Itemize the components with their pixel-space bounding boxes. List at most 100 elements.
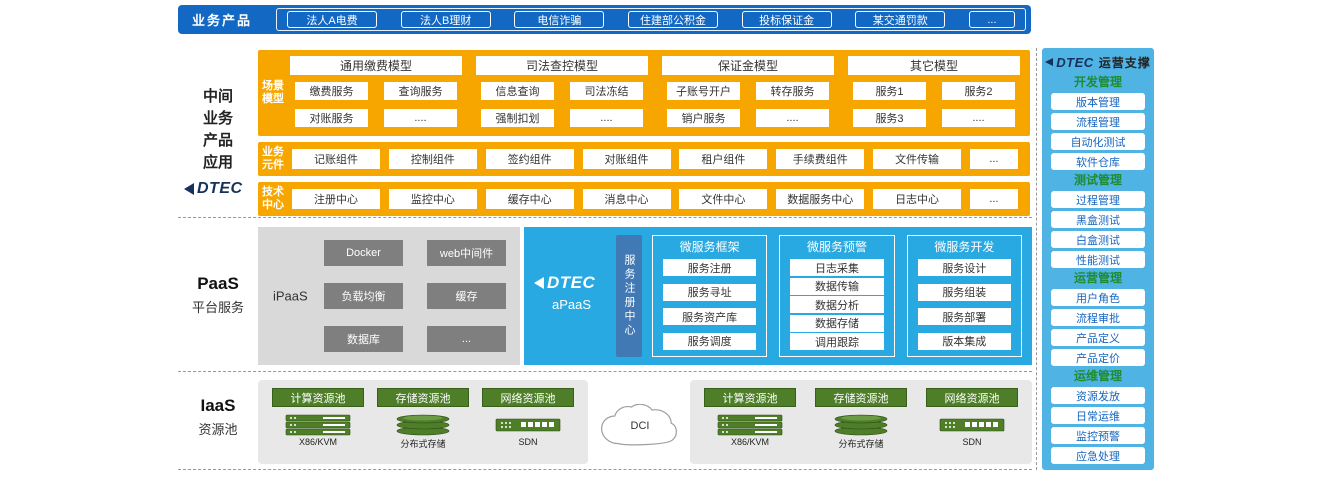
microservice-item: 版本集成 — [917, 332, 1011, 350]
scene-model-title: 保证金模型 — [662, 56, 834, 75]
microservice-items: 服务设计 服务组装 服务部署 版本集成 — [917, 259, 1011, 350]
microservice-item: 调用跟踪 — [790, 333, 884, 350]
tech-center-label: 技术中心 — [262, 186, 284, 211]
iaas-title: IaaS — [200, 396, 236, 415]
scene-service-item: 强制扣划 — [481, 109, 554, 127]
scene-model-group: 司法查控模型 信息查询 司法冻结 强制扣划 .... — [476, 56, 648, 129]
resource-pool-network: 网络资源池 — [926, 388, 1018, 407]
business-components-row: 业务元件 记账组件 控制组件 签约组件 对账组件 租户组件 手续费组件 文件传输… — [258, 142, 1030, 176]
ipaas-service-item: 负载均衡 — [324, 283, 403, 309]
network-hardware: SDN — [482, 414, 574, 450]
business-components-list: 记账组件 控制组件 签约组件 对账组件 租户组件 手续费组件 文件传输 ... — [288, 142, 1030, 176]
product-item: 某交通罚款 — [855, 11, 946, 28]
hardware-row: X86/KVM 分布式存储 — [690, 407, 1032, 450]
microservice-groups: 微服务框架 服务注册 服务寻址 服务资产库 服务调度 微服务预警 日志采集 数据… — [652, 235, 1022, 357]
dtec-logo: DTEC — [1045, 55, 1093, 70]
microservice-group: 微服务开发 服务设计 服务组装 服务部署 版本集成 — [906, 235, 1022, 357]
hardware-row: X86/KVM 分布式存储 — [258, 407, 588, 450]
server-rack-icon — [717, 414, 783, 436]
scene-model-group: 保证金模型 子账号开户 转存服务 销户服务 .... — [662, 56, 834, 129]
product-item-more: ... — [968, 11, 1015, 28]
business-products-bar: 业务产品 法人A电费 法人B理财 电信诈骗 住建部公积金 投标保证金 某交通罚款… — [178, 5, 1031, 34]
product-item: 法人B理财 — [400, 11, 491, 28]
sidebar-item: 流程管理 — [1051, 113, 1145, 130]
dtec-triangle-icon — [1045, 58, 1054, 66]
tech-center-item: 文件中心 — [679, 189, 768, 209]
scene-service-item: 缴费服务 — [295, 82, 368, 100]
business-component-item-more: ... — [969, 149, 1018, 169]
microservice-group: 微服务框架 服务注册 服务寻址 服务资产库 服务调度 — [652, 235, 768, 357]
scene-service-item: 转存服务 — [756, 82, 829, 100]
scene-service-item: 查询服务 — [384, 82, 457, 100]
dtec-triangle-icon — [534, 277, 544, 289]
ipaas-service-item: 数据库 — [324, 326, 403, 352]
microservice-item: 数据传输 — [790, 277, 884, 295]
ipaas-service-item: web中间件 — [427, 240, 506, 266]
ipaas-service-item: 缓存 — [427, 283, 506, 309]
dtec-triangle-icon — [184, 183, 194, 195]
distributed-storage-icon — [834, 414, 888, 436]
microservice-item: 服务设计 — [917, 259, 1011, 276]
hardware-label: 分布式存储 — [400, 439, 446, 449]
microservice-item: 服务寻址 — [663, 283, 757, 301]
dtec-logo-text: DTEC — [547, 273, 596, 292]
microservice-item: 服务注册 — [663, 259, 757, 276]
sidebar-group-maintenance: 运维管理 资源发放 日常运维 监控预警 应急处理 — [1042, 369, 1154, 464]
scene-service-item: 销户服务 — [667, 109, 740, 127]
microservice-item: 日志采集 — [790, 259, 884, 276]
scene-model-group: 其它模型 服务1 服务2 服务3 .... — [848, 56, 1020, 129]
sidebar-group-test: 测试管理 过程管理 黑盒测试 白盒测试 性能测试 — [1042, 173, 1154, 268]
sidebar-item: 自动化测试 — [1051, 133, 1145, 150]
dtec-logo-text: DTEC — [1056, 54, 1094, 70]
sidebar-item: 产品定义 — [1051, 329, 1145, 346]
distributed-storage-icon — [396, 414, 450, 436]
microservice-items: 日志采集 数据传输 数据分析 数据存储 调用跟踪 — [790, 259, 884, 350]
storage-hardware: 分布式存储 — [815, 414, 907, 450]
scene-model-items: 信息查询 司法冻结 强制扣划 .... — [476, 82, 648, 129]
hardware-label: X86/KVM — [298, 437, 338, 447]
product-item: 电信诈骗 — [514, 11, 605, 28]
scene-service-item: 服务2 — [942, 82, 1015, 100]
resource-cluster: 计算资源池 存储资源池 网络资源池 — [690, 380, 1032, 464]
scene-service-item: 子账号开户 — [667, 82, 740, 100]
scene-model-title: 通用缴费模型 — [290, 56, 462, 75]
sidebar-group-title: 运营管理 — [1073, 271, 1122, 285]
dci-label: DCI — [630, 420, 650, 432]
ipaas-label: iPaaS — [273, 288, 308, 304]
product-item: 法人A电费 — [287, 11, 378, 28]
dci-cloud-icon — [600, 404, 677, 446]
scene-service-item: 司法冻结 — [570, 82, 643, 100]
middle-business-section: 中间业务产品应用 DTEC 场景模型 通用缴费模型 缴费服务 查询服务 对账服务 — [178, 48, 1032, 218]
hardware-label: SDN — [962, 437, 982, 447]
product-item: 投标保证金 — [741, 11, 832, 28]
dtec-logo: DTEC — [534, 273, 595, 293]
microservice-item: 服务部署 — [917, 308, 1011, 326]
microservice-group-title: 微服务框架 — [679, 240, 740, 254]
iaas-section-label: IaaS 资源池 — [178, 396, 258, 438]
resource-pool-compute: 计算资源池 — [704, 388, 796, 407]
operations-support-header: DTEC 运营支撑 — [1042, 52, 1154, 72]
ipaas-service-item: Docker — [324, 240, 403, 266]
paas-section: PaaS 平台服务 iPaaS Docker web中间件 负载均衡 缓存 数据… — [178, 218, 1032, 372]
scene-service-item: 信息查询 — [481, 82, 554, 100]
scene-models-row: 场景模型 通用缴费模型 缴费服务 查询服务 对账服务 .... 司法查控模型 信… — [258, 50, 1030, 136]
business-component-item: 手续费组件 — [776, 149, 865, 169]
scene-model-items: 子账号开户 转存服务 销户服务 .... — [662, 82, 834, 129]
resource-pools: 计算资源池 存储资源池 网络资源池 — [690, 380, 1032, 407]
network-hardware: SDN — [926, 414, 1018, 450]
sidebar-group-title: 开发管理 — [1073, 75, 1122, 89]
scene-model-group: 通用缴费模型 缴费服务 查询服务 对账服务 .... — [290, 56, 462, 129]
business-products-label: 业务产品 — [192, 13, 253, 28]
ipaas-box: iPaaS Docker web中间件 负载均衡 缓存 数据库 ... — [258, 227, 520, 365]
sidebar-item: 监控预警 — [1051, 427, 1145, 444]
dtec-logo-text: DTEC — [197, 180, 243, 197]
resource-pool-storage: 存储资源池 — [815, 388, 907, 407]
scene-service-item: 对账服务 — [295, 109, 368, 127]
sidebar-item: 黑盒测试 — [1051, 211, 1145, 228]
scene-service-item: 服务3 — [853, 109, 926, 127]
scene-model-items: 服务1 服务2 服务3 .... — [848, 82, 1020, 129]
business-component-item: 控制组件 — [388, 149, 477, 169]
scene-model-items: 缴费服务 查询服务 对账服务 .... — [290, 82, 462, 129]
tech-center-list: 注册中心 监控中心 缓存中心 消息中心 文件中心 数据服务中心 日志中心 ... — [288, 182, 1030, 216]
business-components-label: 业务元件 — [262, 146, 284, 171]
